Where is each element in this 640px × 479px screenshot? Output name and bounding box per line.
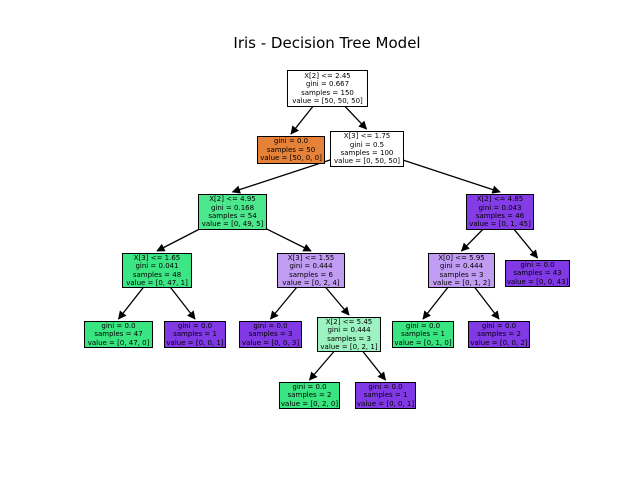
tree-node-6: X[3] <= 1.55 gini = 0.444 samples = 6 va… [277, 253, 345, 288]
node-gini: gini = 0.0 [292, 382, 327, 391]
node-value: value = [0, 0, 1] [356, 399, 415, 408]
node-gini: gini = 0.043 [478, 203, 522, 212]
node-gini: gini = 0.667 [305, 80, 350, 89]
node-gini: gini = 0.168 [210, 203, 255, 212]
node-samples: samples = 47 [94, 330, 143, 339]
node-samples: samples = 3 [439, 270, 484, 279]
node-value: value = [50, 50, 50] [292, 96, 363, 105]
node-samples: samples = 2 [287, 391, 332, 400]
node-value: value = [0, 2, 1] [320, 342, 378, 351]
node-samples: samples = 43 [513, 269, 562, 278]
tree-node-10: gini = 0.0 samples = 1 value = [0, 0, 1] [164, 321, 226, 348]
tree-node-12: X[2] <= 5.45 gini = 0.444 samples = 3 va… [317, 317, 381, 352]
node-samples: samples = 3 [248, 330, 293, 339]
node-value: value = [0, 1, 45] [469, 220, 531, 229]
node-gini: gini = 0.0 [520, 260, 555, 269]
node-condition: X[2] <= 5.45 [325, 317, 373, 326]
tree-node-11: gini = 0.0 samples = 3 value = [0, 0, 3] [239, 321, 302, 348]
node-samples: samples = 3 [327, 334, 371, 343]
node-value: value = [0, 47, 1] [126, 278, 188, 287]
tree-node-3: X[2] <= 4.95 gini = 0.168 samples = 54 v… [198, 194, 267, 230]
node-value: value = [0, 47, 0] [87, 338, 150, 347]
tree-node-5: X[3] <= 1.65 gini = 0.041 samples = 48 v… [122, 253, 192, 288]
node-gini: gini = 0.444 [439, 262, 484, 271]
node-condition: X[2] <= 2.45 [304, 71, 351, 80]
tree-node-root: X[2] <= 2.45 gini = 0.667 samples = 150 … [287, 70, 368, 107]
node-samples: samples = 54 [208, 212, 257, 220]
node-condition: X[2] <= 4.95 [209, 195, 256, 204]
tree-node-15: gini = 0.0 samples = 2 value = [0, 2, 0] [279, 382, 340, 409]
node-samples: samples = 2 [477, 330, 521, 339]
node-value: value = [50, 0, 0] [260, 154, 322, 163]
node-samples: samples = 46 [475, 212, 525, 220]
node-gini: gini = 0.444 [289, 262, 333, 271]
node-value: value = [0, 1, 2] [432, 278, 491, 287]
node-gini: gini = 0.444 [327, 326, 371, 335]
tree-node-1: gini = 0.0 samples = 50 value = [50, 0, … [257, 136, 325, 164]
node-gini: gini = 0.0 [101, 321, 136, 330]
node-samples: samples = 1 [173, 330, 217, 339]
node-value: value = [0, 1, 0] [394, 338, 452, 347]
node-value: value = [0, 49, 5] [201, 220, 264, 229]
node-gini: gini = 0.5 [349, 140, 385, 149]
node-value: value = [0, 2, 0] [280, 399, 339, 408]
figure-title: Iris - Decision Tree Model [233, 34, 421, 52]
node-samples: samples = 150 [301, 88, 354, 97]
node-condition: X[3] <= 1.65 [133, 253, 181, 262]
tree-node-14: gini = 0.0 samples = 2 value = [0, 0, 2] [468, 321, 530, 348]
node-samples: samples = 100 [340, 149, 394, 157]
node-gini: gini = 0.0 [481, 321, 517, 330]
node-gini: gini = 0.0 [177, 321, 213, 330]
node-condition: X[3] <= 1.55 [287, 253, 335, 262]
node-gini: gini = 0.0 [273, 137, 309, 146]
tree-node-2: X[3] <= 1.75 gini = 0.5 samples = 100 va… [330, 131, 404, 167]
node-samples: samples = 1 [363, 391, 408, 400]
tree-node-4: X[2] <= 4.85 gini = 0.043 samples = 46 v… [466, 194, 534, 230]
node-value: value = [0, 0, 1] [166, 338, 224, 347]
tree-node-9: gini = 0.0 samples = 47 value = [0, 47, … [84, 321, 153, 348]
node-samples: samples = 1 [401, 330, 445, 339]
node-gini: gini = 0.041 [135, 262, 179, 271]
node-value: value = [0, 2, 4] [282, 278, 340, 287]
node-value: value = [0, 0, 43] [506, 277, 569, 286]
tree-node-16: gini = 0.0 samples = 1 value = [0, 0, 1] [355, 382, 416, 409]
tree-node-7: X[0] <= 5.95 gini = 0.444 samples = 3 va… [428, 253, 495, 288]
tree-node-13: gini = 0.0 samples = 1 value = [0, 1, 0] [392, 321, 454, 348]
node-value: value = [0, 50, 50] [333, 157, 401, 166]
node-gini: gini = 0.0 [368, 382, 403, 391]
node-samples: samples = 48 [132, 270, 182, 279]
node-value: value = [0, 0, 2] [470, 338, 528, 347]
node-value: value = [0, 0, 3] [241, 338, 300, 347]
node-condition: X[2] <= 4.85 [476, 195, 524, 204]
node-gini: gini = 0.0 [405, 321, 441, 330]
tree-node-8: gini = 0.0 samples = 43 value = [0, 0, 4… [505, 260, 570, 287]
node-samples: samples = 50 [266, 145, 316, 154]
node-condition: X[3] <= 1.75 [343, 132, 391, 141]
node-samples: samples = 6 [289, 270, 333, 279]
node-gini: gini = 0.0 [253, 321, 288, 330]
node-condition: X[0] <= 5.95 [438, 253, 485, 262]
